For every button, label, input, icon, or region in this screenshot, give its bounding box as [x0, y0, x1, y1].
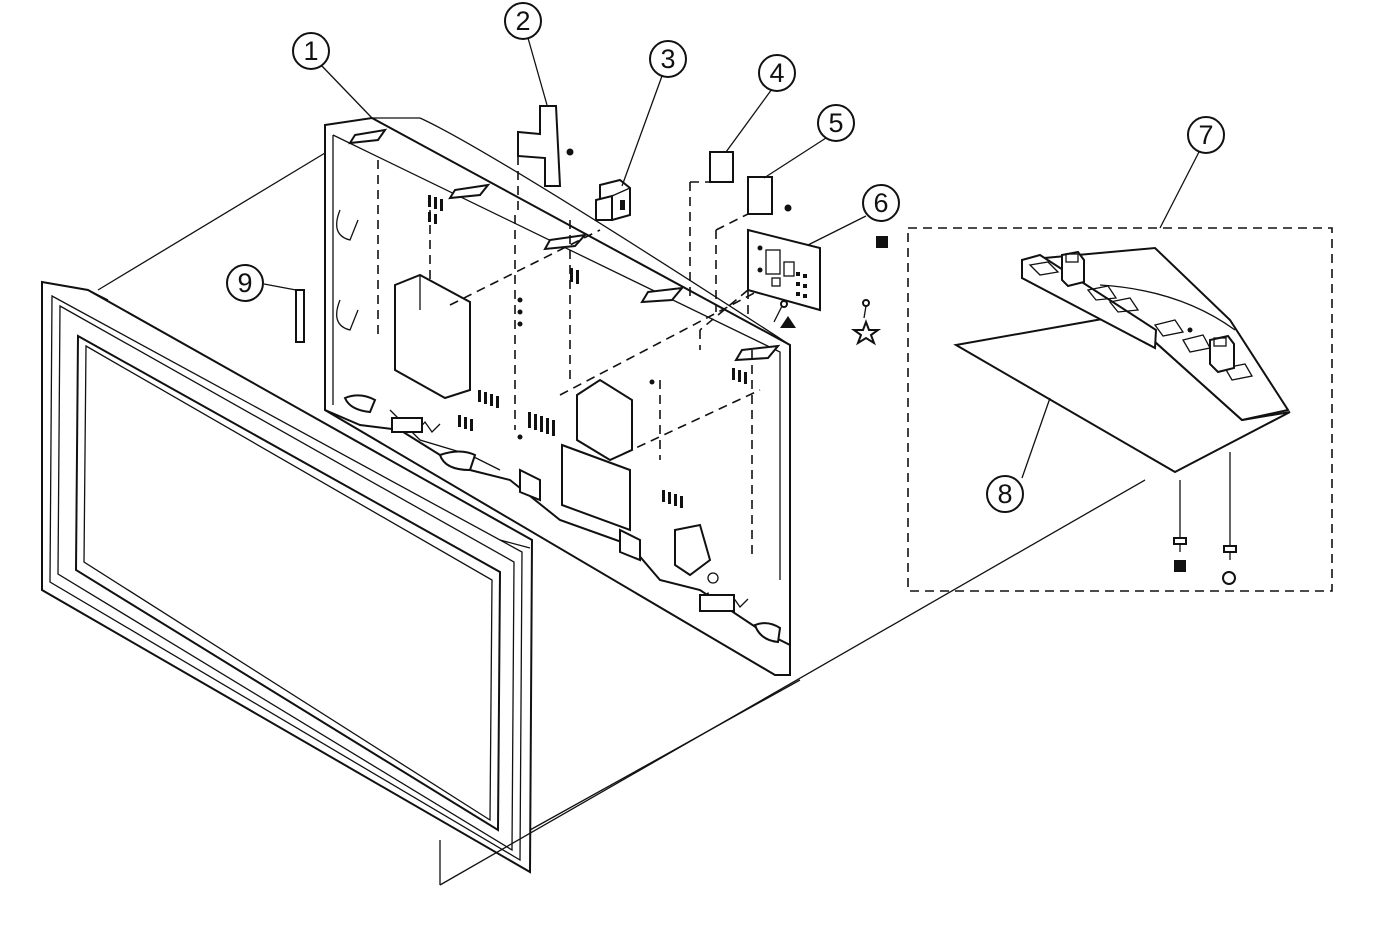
callout-2: 2: [504, 2, 542, 40]
callout-9: 9: [226, 264, 264, 302]
callout-3-label: 3: [660, 44, 675, 74]
front-bezel-panel: [41, 280, 534, 874]
callout-1: 1: [292, 32, 330, 70]
part-5-pad: [715, 176, 792, 312]
callout-6-label: 6: [873, 188, 888, 218]
callout-3: 3: [649, 40, 687, 78]
rear-cabinet: [324, 116, 791, 676]
callout-leaders: [263, 37, 1201, 479]
part-4-pad: [689, 151, 734, 300]
callout-6: 6: [862, 184, 900, 222]
callout-7-label: 7: [1198, 120, 1213, 150]
callout-7: 7: [1187, 116, 1225, 154]
callout-9-label: 9: [237, 268, 252, 298]
callout-5-label: 5: [828, 108, 843, 138]
callout-8: 8: [986, 475, 1024, 513]
stand-part-8: [953, 246, 1291, 585]
part-3-connector: [595, 178, 631, 222]
callout-5: 5: [817, 104, 855, 142]
assembly-leader-lines: [97, 149, 1146, 886]
callout-4: 4: [758, 54, 796, 92]
stand-assembly-box: [907, 227, 1333, 592]
part-6-pcb-board: [699, 228, 821, 350]
screws-part-6: [773, 236, 888, 346]
callout-1-label: 1: [303, 36, 318, 66]
callout-2-label: 2: [515, 6, 530, 36]
callout-8-label: 8: [997, 479, 1012, 509]
part-2-label-sheet: [517, 105, 574, 215]
part-9-strip: [295, 289, 305, 343]
callout-4-label: 4: [769, 58, 784, 88]
